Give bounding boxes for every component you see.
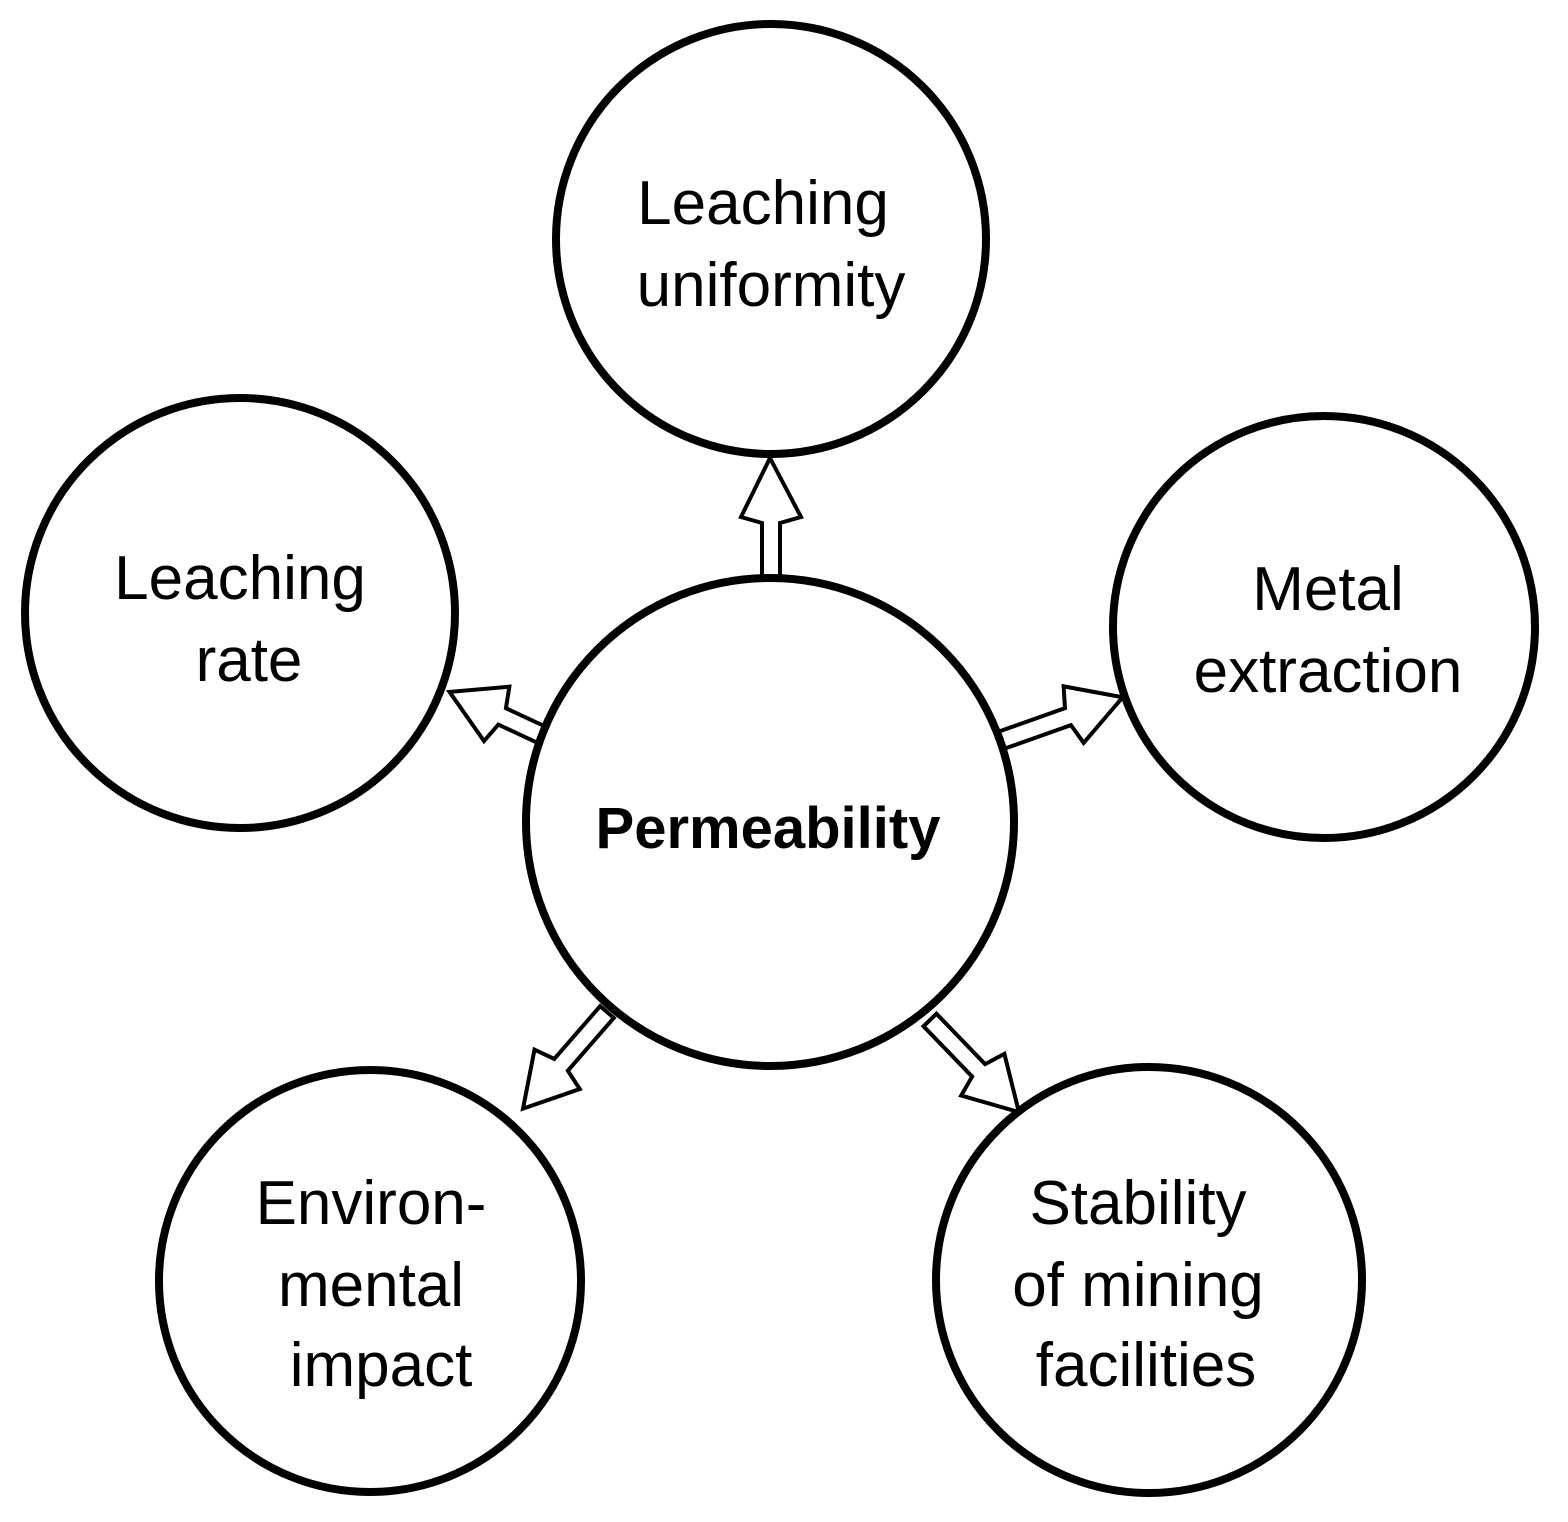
- node-label-line: impact: [290, 1331, 473, 1400]
- arrow-to-environmental-impact: [520, 1003, 617, 1112]
- node-label-line: Stability: [1029, 1169, 1246, 1238]
- node-label-line: Environ-: [256, 1169, 487, 1238]
- arrow-to-stability: [920, 1010, 1022, 1115]
- node-label-line: rate: [196, 626, 303, 695]
- node-metal-extraction: Metal extraction: [1109, 412, 1539, 842]
- node-leaching-uniformity: Leaching uniformity: [552, 20, 990, 458]
- arrow-to-metal-extraction: [996, 683, 1127, 752]
- node-label-line: extraction: [1194, 637, 1463, 706]
- node-label-line: Leaching: [637, 169, 889, 238]
- center-label: Permeability: [596, 796, 941, 861]
- node-environmental-impact: Environ- mental impact: [155, 1066, 585, 1496]
- node-label-line: mental: [278, 1251, 464, 1320]
- arrow-to-leaching-rate: [445, 684, 549, 746]
- node-stability-of-mining-facilities: Stability of mining facilities: [932, 1063, 1366, 1497]
- node-label-line: Leaching: [114, 544, 366, 613]
- node-leaching-rate: Leaching rate: [21, 394, 459, 832]
- arrow-to-leaching-uniformity: [738, 453, 804, 582]
- node-permeability: Permeability: [522, 574, 1018, 1070]
- arrows: [445, 453, 1127, 1115]
- node-label-line: Metal: [1252, 555, 1404, 624]
- node-label-line: of mining: [1012, 1251, 1264, 1320]
- node-label-line: facilities: [1036, 1331, 1257, 1400]
- node-label-line: uniformity: [637, 251, 906, 320]
